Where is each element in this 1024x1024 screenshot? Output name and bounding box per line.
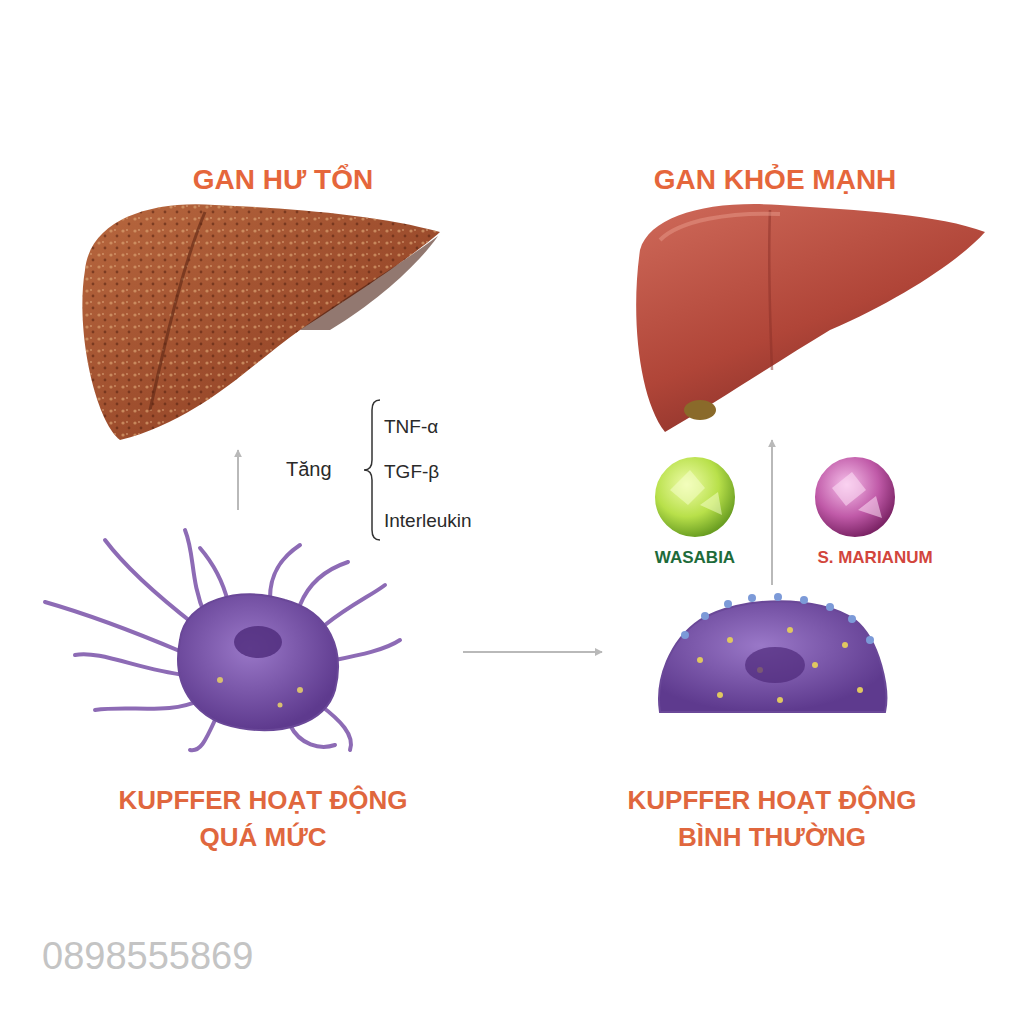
granule — [717, 692, 723, 698]
tentacle — [270, 545, 300, 598]
liver-highlight — [660, 214, 780, 240]
spike — [800, 596, 808, 604]
tentacle — [290, 725, 335, 747]
arrow-connector — [237, 450, 239, 510]
tentacle — [325, 585, 385, 625]
sphere — [814, 456, 896, 538]
healthy-liver — [636, 204, 985, 432]
node-text: GAN HƯ TỔN — [193, 160, 373, 199]
tentacle — [105, 540, 195, 625]
granule — [297, 687, 303, 693]
liver-shape — [82, 204, 440, 440]
cytokine-label: TNF-α — [384, 416, 438, 438]
tentacle — [185, 530, 205, 615]
sphere-shine — [670, 470, 722, 515]
granule — [842, 642, 848, 648]
tentacle — [200, 548, 228, 602]
spike — [866, 636, 874, 644]
nucleus — [745, 647, 805, 683]
node-text: WASABIA — [655, 546, 735, 570]
cell-node: KUPFFER HOẠT ĐỘNG BÌNH THƯỜNG — [602, 585, 942, 855]
granule — [812, 662, 818, 668]
wasabia-sphere — [654, 456, 736, 538]
node-text: S. MARIANUM — [817, 546, 932, 570]
normal-kupffer-cell — [659, 593, 886, 712]
tentacle — [300, 562, 348, 605]
liver-texture — [82, 204, 440, 440]
spike — [701, 612, 709, 620]
granule — [697, 657, 703, 663]
node-text: KUPFFER HOẠT ĐỘNG QUÁ MỨC — [98, 782, 428, 855]
tentacle — [95, 700, 200, 710]
sphere — [654, 456, 736, 538]
ingredient-sphere: S. MARIANUM — [795, 452, 955, 570]
arrow-connector — [463, 651, 602, 653]
arrow-connector — [771, 440, 773, 585]
tentacle — [45, 602, 182, 652]
bracket — [364, 400, 380, 540]
spike — [748, 594, 756, 602]
liver-shape — [636, 204, 985, 432]
liver-lobe-line — [150, 212, 205, 410]
spike — [848, 615, 856, 623]
liver-node: GAN KHỎE MẠNH — [585, 160, 965, 440]
node-text: GAN KHỎE MẠNH — [654, 160, 897, 199]
spike — [826, 603, 834, 611]
liver-underside — [300, 236, 438, 330]
surface-spikes — [681, 593, 874, 644]
liver-lobe-line — [769, 210, 772, 370]
granule — [777, 697, 783, 703]
ingredient-sphere: WASABIA — [640, 452, 750, 570]
cell-body — [659, 601, 886, 712]
cytokine-label: TGF-β — [384, 461, 439, 483]
granules — [697, 627, 863, 703]
granule — [857, 687, 863, 693]
tentacle — [75, 654, 185, 675]
cell-node: KUPFFER HOẠT ĐỘNG QUÁ MỨC — [63, 510, 463, 855]
bracket-label: Tăng — [286, 458, 332, 481]
granule — [727, 637, 733, 643]
marianum-sphere — [814, 456, 896, 538]
cell-body — [178, 594, 338, 730]
liver-node: GAN HƯ TỔN — [93, 160, 473, 450]
spike — [774, 593, 782, 601]
tentacle — [335, 640, 400, 660]
spike — [681, 631, 689, 639]
node-text: KUPFFER HOẠT ĐỘNG BÌNH THƯỜNG — [607, 782, 937, 855]
damaged-liver — [82, 204, 440, 440]
granule — [217, 677, 223, 683]
gallbladder — [684, 400, 716, 420]
spike — [724, 600, 732, 608]
tentacle — [190, 720, 215, 750]
cytokine-label: Interleukin — [384, 510, 472, 532]
granule — [278, 703, 283, 708]
watermark: 0898555869 — [42, 935, 253, 978]
nucleus — [234, 626, 282, 658]
overactive-kupffer-cell — [45, 530, 400, 750]
sphere-shine — [832, 472, 882, 518]
granule — [787, 627, 793, 633]
